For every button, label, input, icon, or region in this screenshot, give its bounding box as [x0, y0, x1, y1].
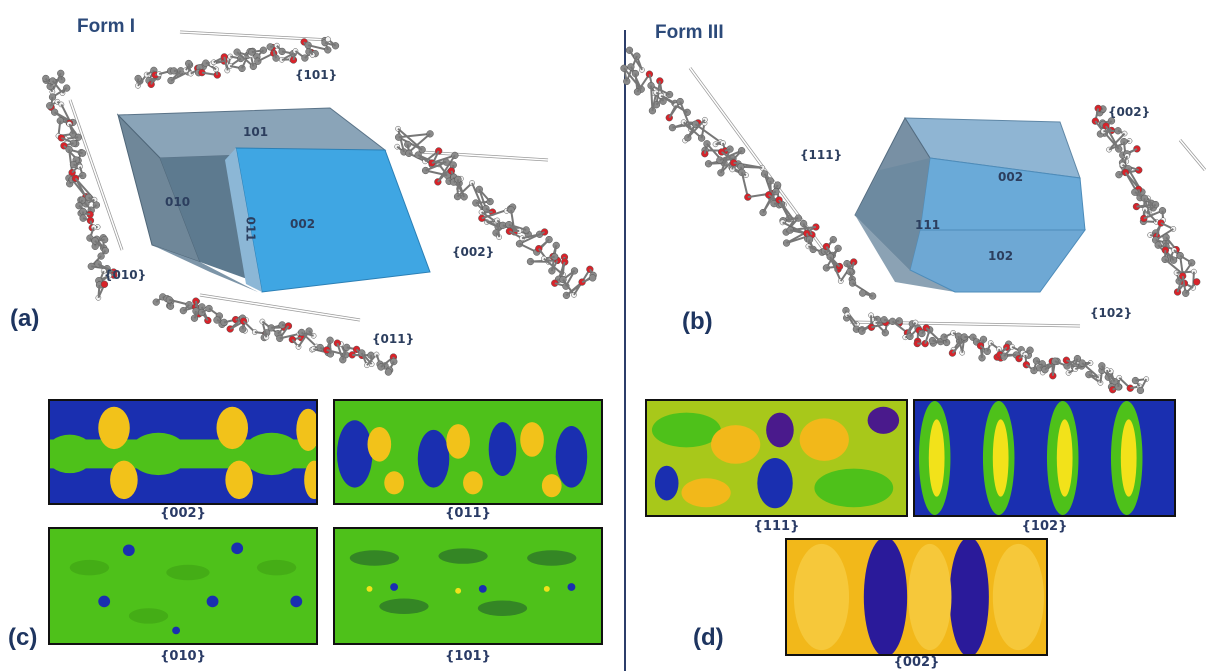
- caption-form-iii-002: {002}: [893, 655, 940, 670]
- panel-label-d: (d): [693, 624, 724, 651]
- panel-label-a: (a): [10, 305, 40, 332]
- form-i-face-002: 002: [290, 217, 316, 231]
- caption-form-iii-102: {102}: [1021, 519, 1068, 534]
- molecule-form-iii-102: [842, 306, 1150, 395]
- form-i-face-101: 101: [243, 125, 269, 139]
- panel-label-b: (b): [682, 308, 713, 335]
- molecule-form-i-010: [42, 69, 124, 301]
- form-iii-face-002: 002: [998, 170, 1024, 184]
- caption-form-i-011: {011}: [445, 506, 491, 521]
- form-iii-title: Form III: [655, 22, 724, 43]
- form-iii-mol-label-002: {002}: [1108, 105, 1151, 119]
- form-i-mol-label-011: {011}: [372, 332, 415, 346]
- caption-form-i-101: {101}: [445, 649, 491, 664]
- caption-form-i-002: {002}: [160, 506, 206, 521]
- surface-map-form-i-011: [333, 399, 603, 505]
- molecule-form-iii-002: [1091, 104, 1207, 297]
- form-i-mol-label-101: {101}: [295, 68, 338, 82]
- form-i-mol-label-002: {002}: [452, 245, 495, 259]
- form-i-title: Form I: [77, 16, 136, 37]
- form-iii-face-111: 111: [915, 218, 941, 232]
- molecule-form-i-101: [134, 30, 340, 89]
- surface-map-form-iii-002: [785, 538, 1048, 656]
- molecule-form-i-002: [394, 125, 597, 300]
- surface-map-form-i-002: [48, 399, 318, 505]
- surface-map-form-i-010: [48, 527, 318, 645]
- caption-form-i-010: {010}: [160, 649, 206, 664]
- form-i-mol-label-010: {010}: [104, 268, 147, 282]
- form-i-face-010: 010: [165, 195, 191, 209]
- molecule-form-i-011: [152, 293, 398, 376]
- form-iii-mol-label-102: {102}: [1090, 306, 1133, 320]
- surface-map-form-i-101: [333, 527, 603, 645]
- panel-label-c: (c): [8, 624, 38, 651]
- form-iii-mol-label-111: {111}: [800, 148, 843, 162]
- panel-divider: [624, 30, 626, 671]
- caption-form-iii-111: {111}: [753, 519, 800, 534]
- molecule-form-iii-111: [620, 46, 877, 300]
- form-iii-face-102: 102: [988, 249, 1014, 263]
- surface-map-form-iii-111: [645, 399, 908, 517]
- surface-map-form-iii-102: [913, 399, 1176, 517]
